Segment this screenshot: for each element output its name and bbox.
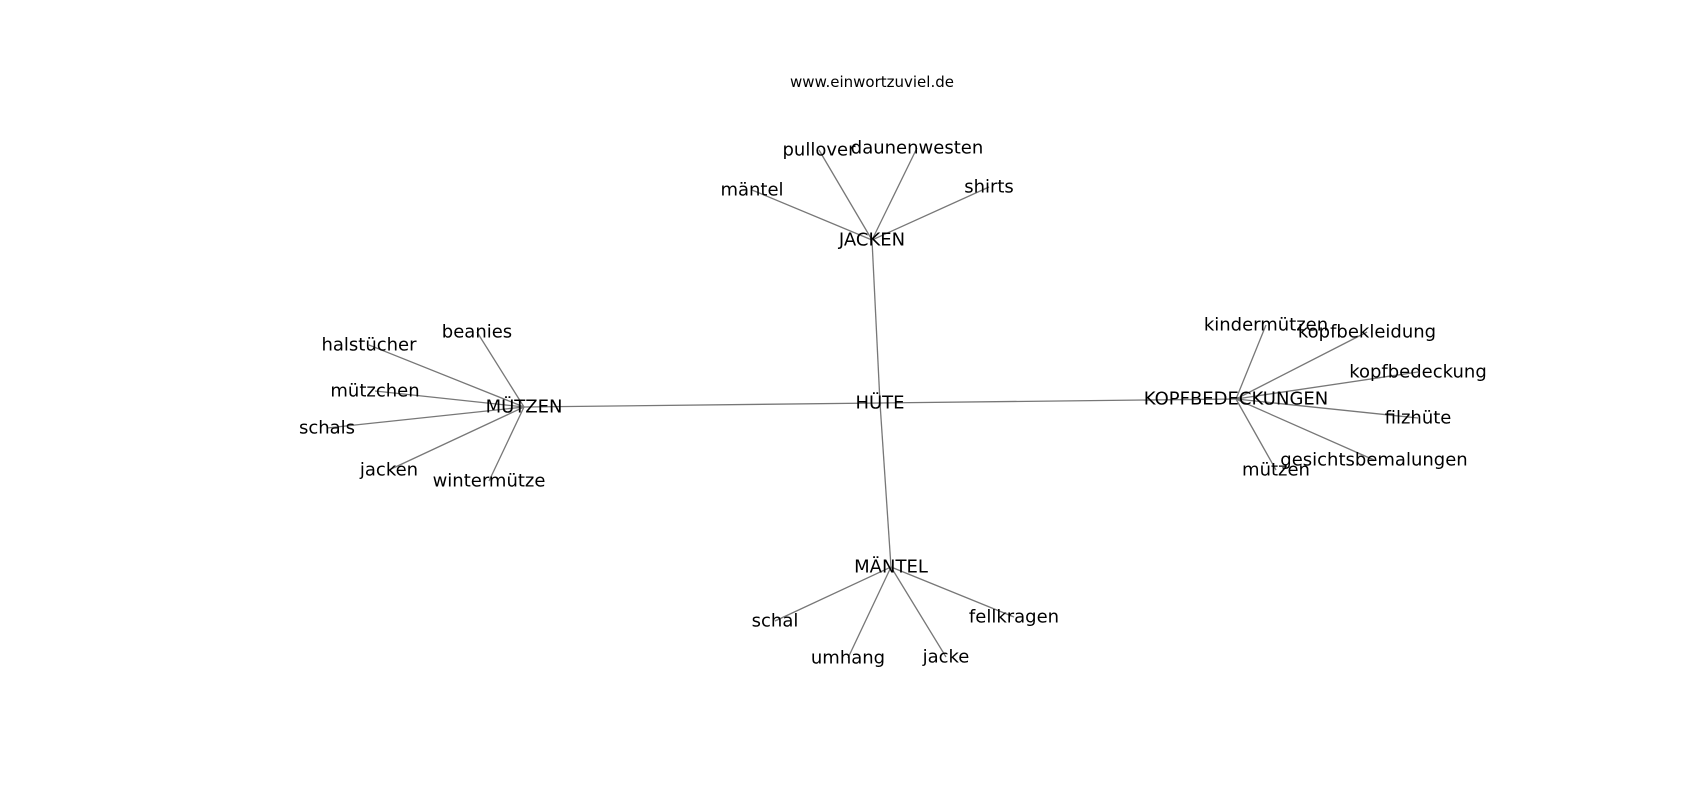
edge-hub-to-leaf — [388, 406, 525, 471]
edge-hub-to-leaf — [890, 566, 947, 658]
hub-node-label: MÄNTEL — [854, 557, 928, 578]
leaf-node-label: jacke — [922, 647, 970, 668]
leaf-node-label: filzhüte — [1385, 408, 1452, 429]
leaf-node-label: mützchen — [330, 381, 419, 402]
edge-hub-to-leaf — [751, 189, 873, 241]
edge-hub-to-leaf — [1235, 371, 1419, 400]
edge-hub-to-leaf — [818, 149, 873, 241]
leaf-node-label: jacken — [359, 460, 418, 481]
hub-node-label: JACKEN — [838, 230, 905, 251]
leaf-node-label: kindermützen — [1204, 315, 1328, 336]
leaf-node-label: shirts — [964, 177, 1014, 198]
site-label: www.einwortzuviel.de — [790, 73, 954, 91]
edge-hub-to-leaf — [488, 406, 525, 482]
hub-node-label: KOPFBEDECKUNGEN — [1144, 389, 1328, 410]
center-node-label: HÜTE — [855, 392, 904, 414]
leaf-node-label: halstücher — [321, 335, 417, 356]
leaf-node-label: kopfbedeckung — [1349, 362, 1487, 383]
edge-hub-to-leaf — [1235, 324, 1267, 400]
edge-hub-to-leaf — [871, 186, 990, 241]
edge-hub-to-leaf — [871, 147, 918, 241]
leaf-node-label: gesichtsbemalungen — [1280, 450, 1467, 471]
edge-hub-to-leaf — [326, 406, 525, 429]
edges — [326, 147, 1419, 659]
leaf-node-label: kopfbekleidung — [1298, 322, 1436, 343]
edge-hub-to-leaf — [890, 566, 1015, 618]
edge-hub-to-leaf — [1235, 331, 1368, 400]
hub-node-label: MÜTZEN — [486, 396, 563, 418]
edge-hub-to-leaf — [847, 566, 892, 659]
leaf-node-label: schals — [299, 418, 355, 439]
leaf-node-label: wintermütze — [433, 471, 546, 492]
leaf-node-label: daunenwesten — [851, 138, 983, 159]
edge-hub-to-leaf — [1235, 398, 1277, 471]
edge-hub-to-leaf — [476, 331, 525, 408]
edge-hub-to-leaf — [1235, 398, 1375, 461]
leaf-node-label: beanies — [442, 322, 512, 343]
edge-hub-to-leaf — [774, 566, 892, 622]
leaf-node-label: mützen — [1242, 460, 1310, 481]
edge-hub-to-leaf — [1235, 398, 1419, 419]
edge-center-to-hub — [523, 402, 881, 408]
leaf-node-label: schal — [752, 611, 799, 632]
edge-hub-to-leaf — [374, 390, 525, 408]
leaf-node-label: pullover — [783, 140, 857, 161]
leaf-node-label: fellkragen — [969, 607, 1059, 628]
edge-hub-to-leaf — [368, 344, 525, 408]
edge-center-to-hub — [871, 239, 881, 404]
leaf-node-label: umhang — [811, 648, 885, 669]
edge-center-to-hub — [879, 398, 1237, 404]
edge-center-to-hub — [879, 402, 892, 568]
leaf-node-label: mäntel — [720, 180, 783, 201]
